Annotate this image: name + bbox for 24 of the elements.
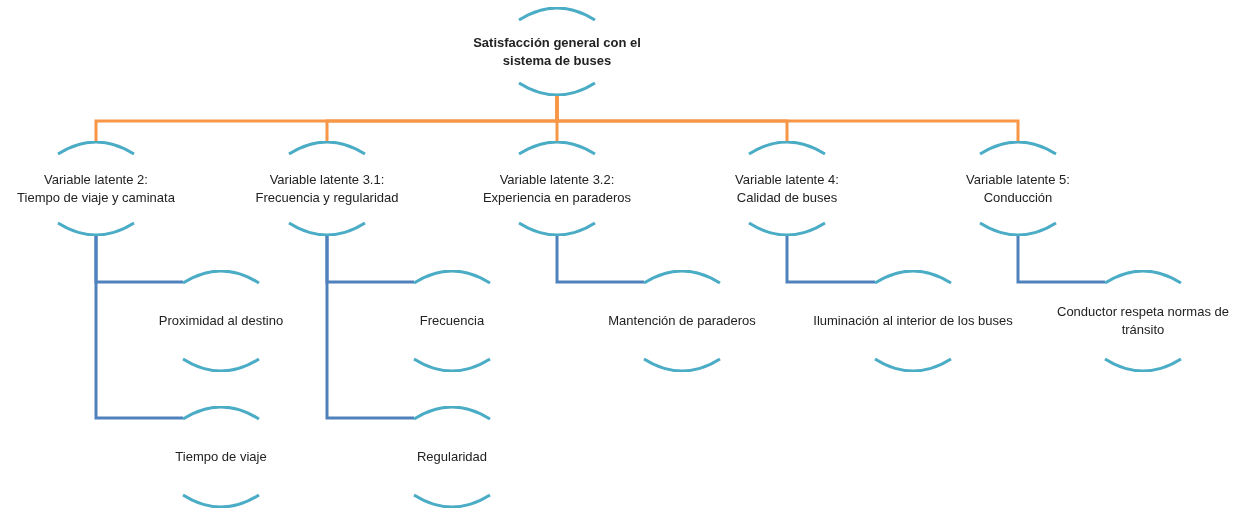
node-label: Variable latente 2: <box>44 170 148 189</box>
node-label: Variable latente 5: <box>966 170 1070 189</box>
node-label: Regularidad <box>416 448 488 466</box>
connector-line <box>785 236 875 284</box>
node-label: Conductor respeta normas de tránsito <box>1056 303 1230 339</box>
node-label: Frecuencia <box>419 312 485 330</box>
node-label: Iluminación al interior de los buses <box>813 312 1013 330</box>
node-label: Variable latente 3.1: <box>269 170 385 189</box>
node-label: Variable latente 4: <box>735 170 839 189</box>
connector-line <box>1016 236 1105 284</box>
node-label: Variable latente 3.2: <box>499 170 615 189</box>
node-label: Tiempo de viaje <box>175 448 267 466</box>
node-label: Experiencia en paraderos <box>482 188 632 207</box>
node-label: Calidad de buses <box>736 188 838 207</box>
node-label: Proximidad al destino <box>158 312 284 330</box>
connector-line <box>555 236 644 284</box>
node-label: Tiempo de viaje y caminata <box>17 188 175 207</box>
node-label: Conducción <box>983 188 1053 207</box>
connector-line <box>94 236 183 420</box>
connector-line <box>555 96 1020 141</box>
node-label: Satisfacción general con el sistema de buses <box>472 33 642 70</box>
node-label: Mantención de paraderos <box>608 312 756 330</box>
node-label: Frecuencia y regularidad <box>255 188 399 207</box>
connector-line <box>325 236 414 420</box>
